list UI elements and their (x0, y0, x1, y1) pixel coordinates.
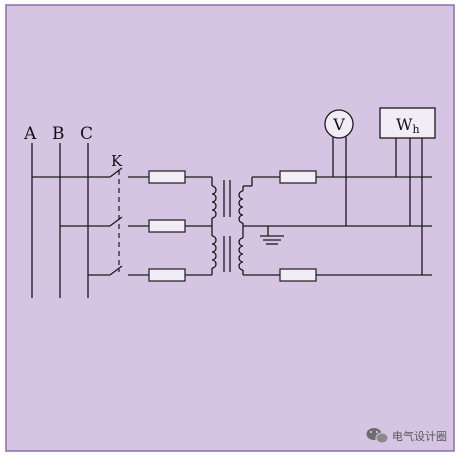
voltmeter-leads (332, 137, 347, 226)
primary-fuse-3 (148, 268, 186, 282)
wattmeter-leads (395, 138, 423, 275)
phase-label-b: B (52, 124, 65, 144)
phase-label-a: A (23, 124, 37, 144)
wattmeter-label: Wh (396, 115, 420, 136)
voltmeter-label: V (332, 115, 345, 134)
transformer-core (223, 180, 231, 272)
primary-feeders (32, 176, 110, 276)
diagram-background (5, 4, 455, 452)
primary-fuse-2 (148, 219, 186, 233)
voltmeter-circle (324, 109, 354, 139)
wattmeter-box (379, 107, 436, 139)
wattmeter-subscript: h (412, 123, 419, 136)
secondary-fuse-1 (279, 170, 317, 184)
phase-label-c: C (80, 124, 93, 144)
primary-fuse-1 (148, 170, 186, 184)
primary-lines (128, 176, 212, 276)
transformer-primary-windings (211, 177, 217, 275)
watermark-text: 电气设计圈 (392, 429, 447, 443)
secondary-lines (243, 176, 432, 276)
secondary-fuse-2 (279, 268, 317, 282)
wattmeter-letter: W (396, 115, 413, 134)
wechat-logo-icon (366, 428, 389, 444)
switch-k (109, 167, 123, 276)
switch-label: K (111, 152, 123, 170)
ground-symbol-icon (260, 226, 284, 245)
